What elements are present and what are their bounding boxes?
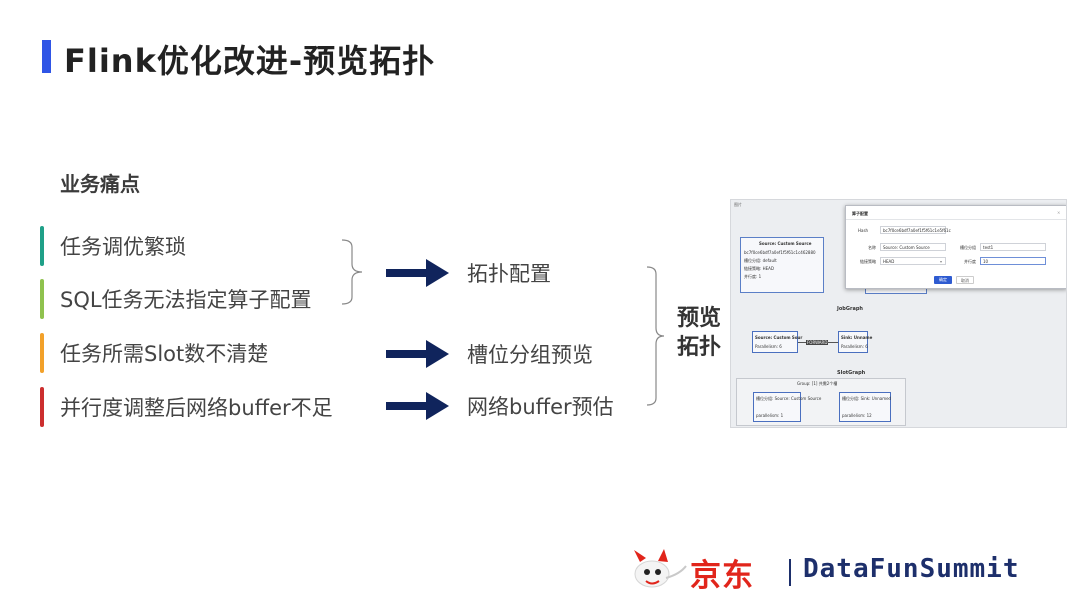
operator-config-dialog: 算子配置 × Hash bc7f0ce6bdf7a0ef1f5f61c1e5f6… [845,205,1066,289]
chain-strategy-select[interactable]: HEAD ▾ [880,257,946,265]
jobgraph-sink-node: Sink: Unname Parallelism: 6 [838,331,872,353]
preview-topology-label: 预览 拓扑 [674,304,724,362]
slot-group-value: test1 [983,245,994,250]
pain-point-color-bar [40,279,44,319]
solutions-brace [646,266,665,406]
dialog-divider [846,219,1066,220]
solution-item: 拓扑配置 [467,262,551,286]
pain-point-text: 任务所需Slot数不清楚 [60,342,269,366]
screenshot-corner-label: 图片 [734,202,742,207]
right-arrow-icon [386,259,449,287]
parallelism-value: 10 [983,259,989,264]
slotgraph-source-node: 槽位分组: Source: Custom Source parallelism:… [753,392,821,422]
pain-point-color-bar [40,226,44,266]
jobgraph-sink-detail: Parallelism: 6 [841,344,868,349]
solution-item: 网络buffer预估 [467,395,614,419]
pain-point-text: 并行度调整后网络buffer不足 [60,396,333,420]
slotgraph-group-box: Group: [1] 共需2个槽 槽位分组: Source: Custom So… [736,378,906,426]
hash-value: bc7f0ce6bdf7a0ef1f5f61c1e5f61c [883,228,951,233]
field-label: 并行度 [964,259,976,264]
jobgraph-source-name: Source: Custom Sour [755,335,803,340]
top-source-node: Source: Custom Source bc7f0ce6bdf7a0ef1f… [740,237,824,293]
title-accent-bar [42,40,51,73]
dialog-title: 算子配置 [852,211,868,216]
jd-brand-text: 京东 [690,558,754,594]
footer-divider [789,559,791,586]
top-node-id: bc7f0ce6bdf7a0ef1f5f61c1c462880 [744,250,816,255]
slotgraph-caption: Group: [1] 共需2个槽 [797,381,838,386]
pain-point-item: SQL任务无法指定算子配置 [40,279,312,319]
jd-mascot-logo [634,549,687,588]
jobgraph-label: JobGraph [837,306,863,312]
slot-group-field[interactable]: test1 [980,243,1046,251]
close-icon[interactable]: × [1057,210,1061,215]
field-label: 链接策略 [860,259,876,264]
slotgraph-label: SlotGraph [837,370,866,376]
preview-label-line1: 预览 [676,306,721,331]
pain-point-item: 任务所需Slot数不清楚 [40,333,268,373]
hash-field[interactable]: bc7f0ce6bdf7a0ef1f5f61c1e5f61c [880,226,951,234]
top-node-strategy: 链接策略: HEAD [744,266,774,271]
top-node-name: Source: Custom Source [759,241,812,246]
ok-button[interactable]: 确定 [934,276,952,284]
jobgraph-source-detail: Parallelism: 6 [755,344,782,349]
chevron-down-icon: ▾ [940,259,943,264]
right-arrow-icon [386,392,449,420]
datafunsummit-brand-text: DataFunSummit [803,554,1020,584]
pain-point-item: 并行度调整后网络buffer不足 [40,387,333,427]
preview-label-line2: 拓扑 [676,335,721,360]
field-label: Hash [858,228,869,233]
pain-point-text: SQL任务无法指定算子配置 [60,288,312,312]
pain-points-brace [341,239,363,305]
top-node-group: 槽位分组: default [744,258,777,263]
jobgraph-source-node: Source: Custom Sour Parallelism: 6 [752,331,802,353]
chain-strategy-value: HEAD [883,259,895,264]
field-label: 名称 [868,245,876,250]
jobgraph-edge-label: FORWARD [806,340,829,345]
slotgraph-sink-node: 槽位分组: Sink: Unnamed parallelism: 12 [839,392,891,422]
name-value: Source: Custom Source [883,245,930,250]
slotgraph-source-detail: parallelism: 1 [756,413,784,418]
solution-item: 槽位分组预览 [467,343,593,367]
pain-point-color-bar [40,387,44,427]
right-arrow-icon [386,340,449,368]
cancel-button[interactable]: 取消 [956,276,974,284]
slotgraph-source-name: 槽位分组: Source: Custom Source [756,396,822,401]
parallelism-field[interactable]: 10 [980,257,1046,265]
pain-point-text: 任务调优繁琐 [60,235,186,259]
slotgraph-sink-name: 槽位分组: Sink: Unnamed [842,396,892,401]
topology-preview-screenshot: 图片 Source: Custom Source bc7f0ce6bdf7a0e… [730,199,1067,428]
section-heading: 业务痛点 [60,172,140,196]
name-field[interactable]: Source: Custom Source [880,243,946,251]
jobgraph-sink-name: Sink: Unname [841,335,873,340]
pain-point-item: 任务调优繁琐 [40,226,186,266]
slotgraph-sink-detail: parallelism: 12 [842,413,872,418]
top-node-parallelism: 并行度: 1 [744,274,762,279]
pain-point-color-bar [40,333,44,373]
page-title: Flink优化改进-预览拓扑 [64,42,436,80]
field-label: 槽位分组 [960,245,976,250]
